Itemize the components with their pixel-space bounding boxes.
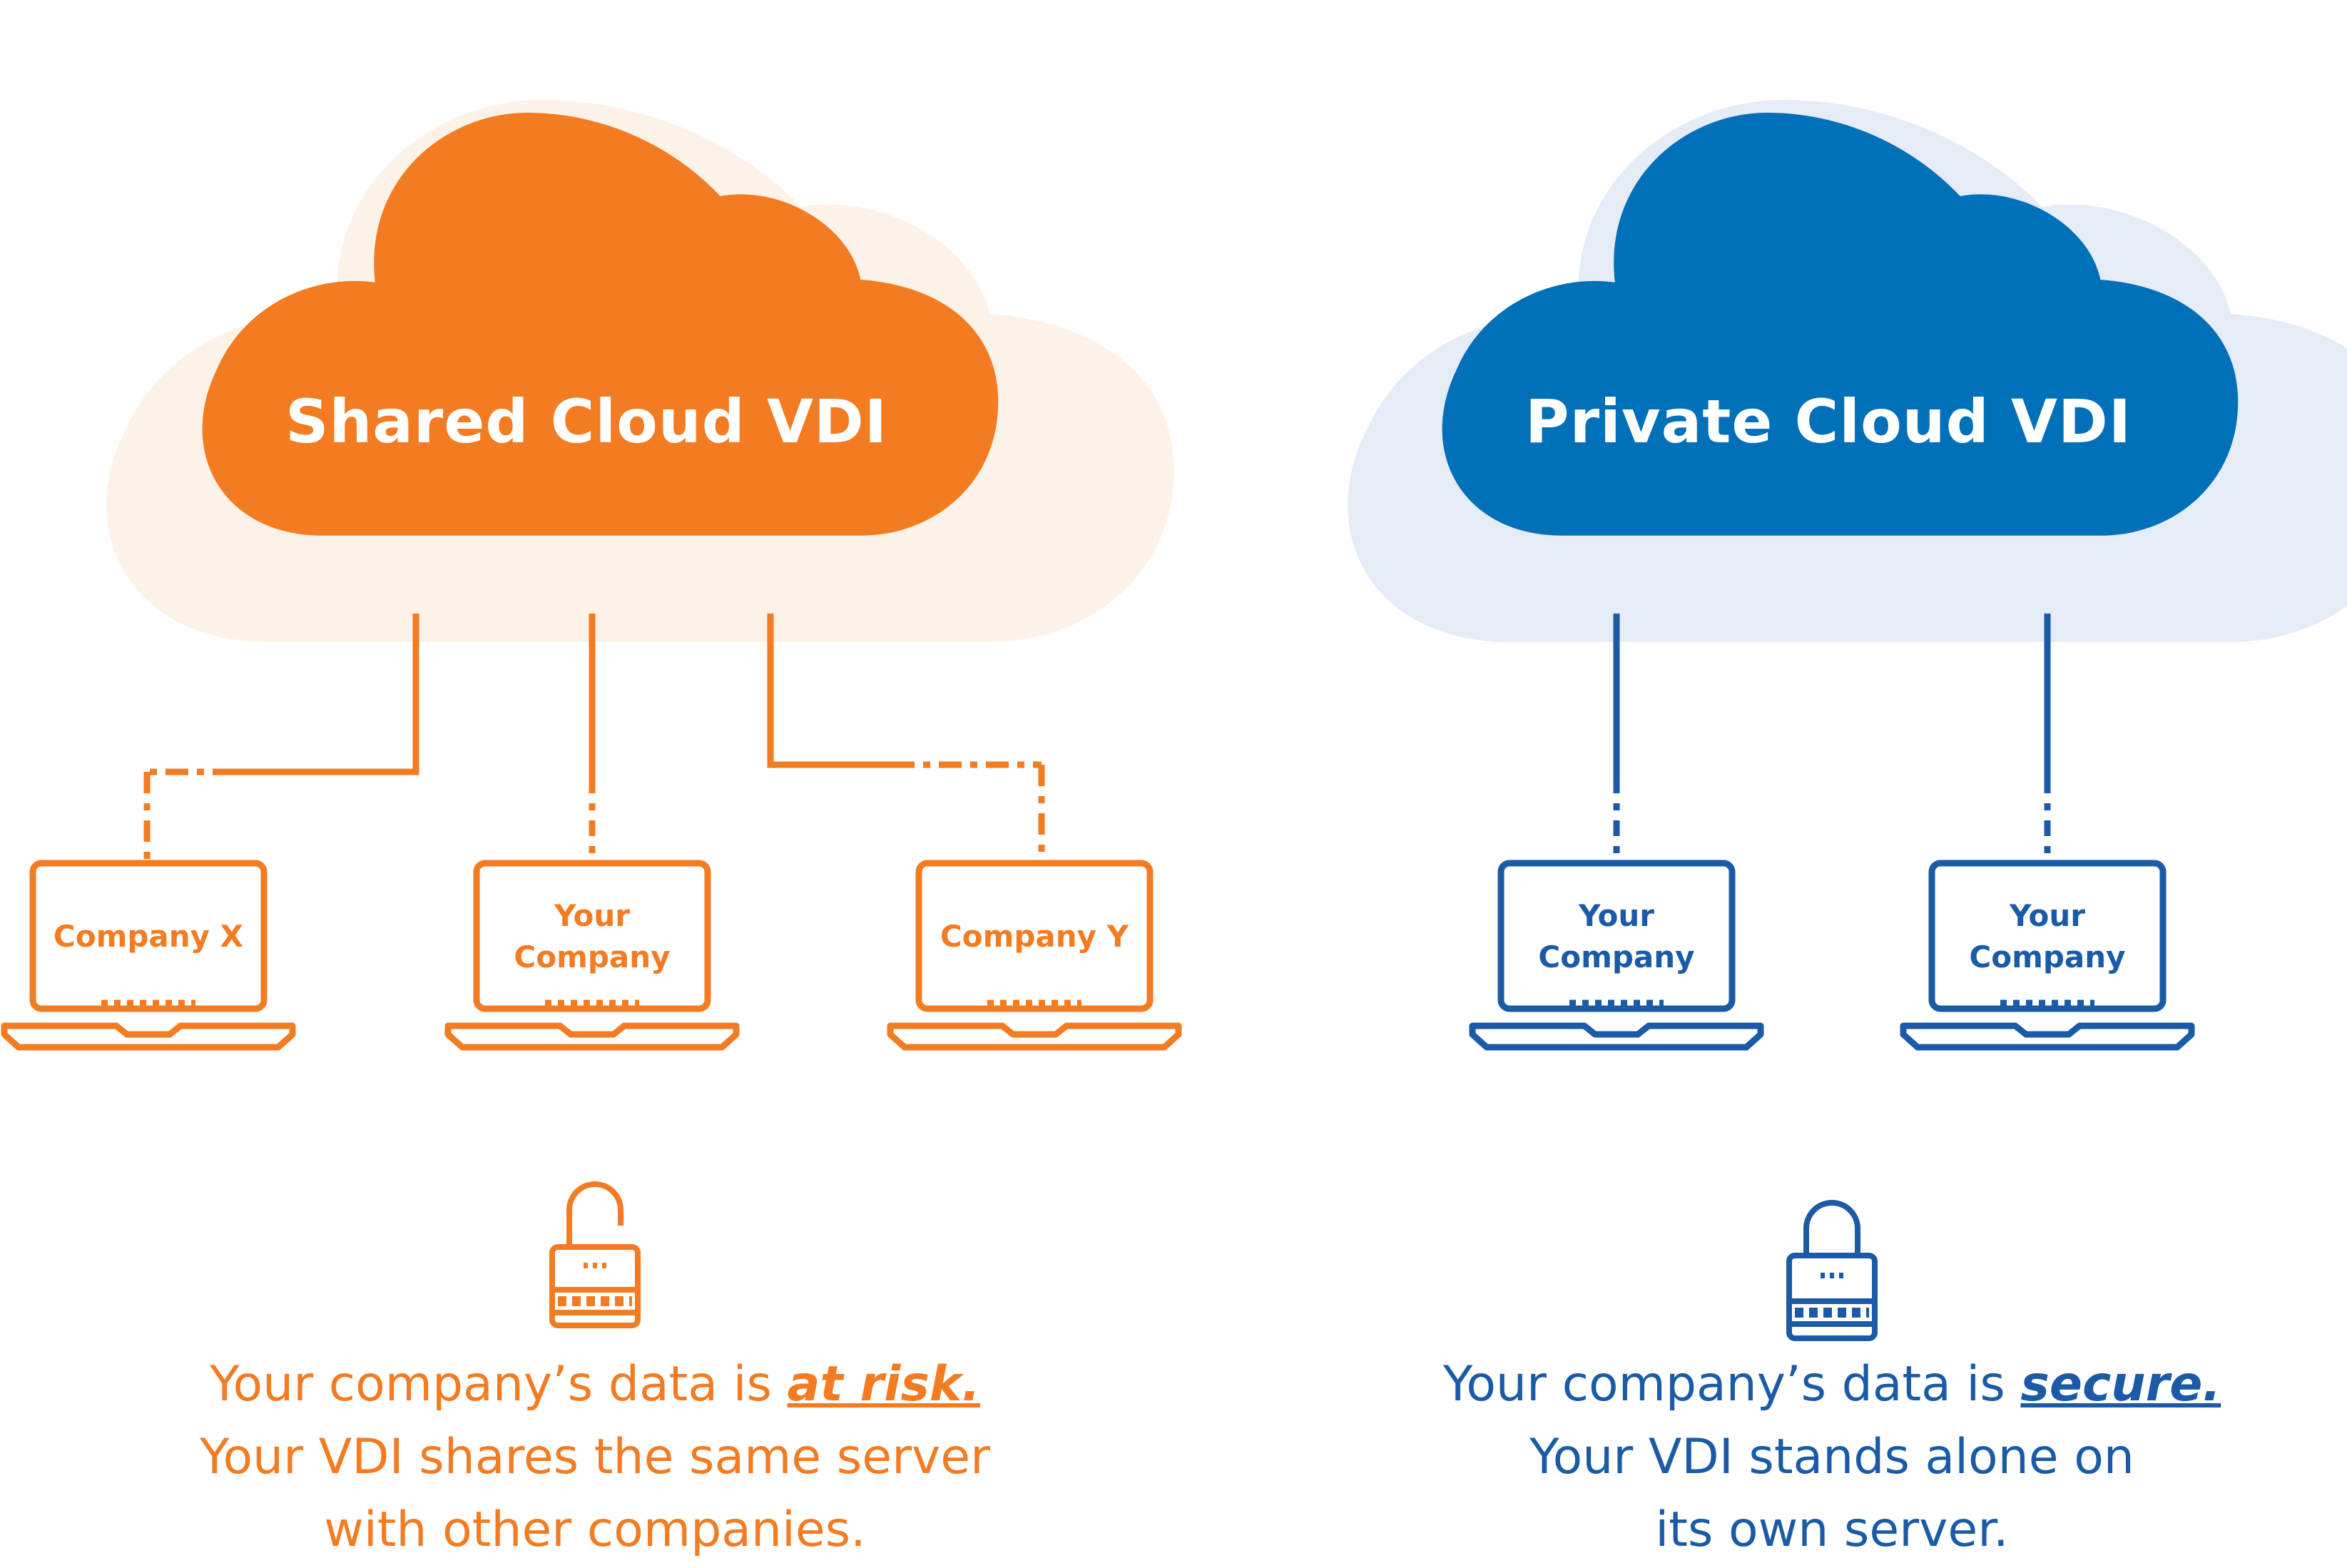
shared-caption-line1: Your company’s data is at risk. [167, 1348, 1023, 1421]
private-caption-prefix: Your company’s data is [1442, 1356, 2021, 1412]
laptop-label-line1: Company Y [940, 919, 1129, 954]
shared-caption-prefix: Your company’s data is [209, 1356, 788, 1412]
laptop-your-company-private-1: Your Company [1472, 863, 1761, 1047]
private-caption-line1: Your company’s data is secure. [1404, 1348, 2260, 1421]
connector-company-x [235, 614, 419, 775]
laptop-label-line2: Company [1538, 940, 1694, 974]
private-cloud-title: Private Cloud VDI [1525, 387, 2132, 457]
private-caption-line2: Your VDI stands alone on [1529, 1429, 2134, 1485]
laptop-company-y: Company Y [890, 863, 1178, 1047]
laptop-label-line1: Your [554, 898, 630, 933]
private-caption-emphasis: secure. [2020, 1356, 2221, 1412]
shared-cloud [202, 113, 999, 536]
shared-caption-line2: Your VDI shares the same server [199, 1429, 991, 1485]
laptop-company-x: Company X [4, 863, 292, 1047]
connector-company-y [767, 614, 892, 768]
laptop-your-company-private-2: Your Company [1903, 863, 2191, 1047]
private-cloud-group: Private Cloud VDI [1348, 100, 2347, 642]
shared-cloud-group: Shared Cloud VDI [106, 100, 1174, 642]
laptop-icon [4, 863, 292, 1047]
shared-caption-emphasis: at risk. [787, 1356, 980, 1412]
shared-cloud-title: Shared Cloud VDI [285, 387, 887, 457]
private-connectors [1613, 614, 2051, 863]
laptop-label-line1: Company X [54, 919, 243, 954]
laptop-icon [890, 863, 1178, 1047]
private-caption-line3: its own server. [1655, 1502, 2009, 1558]
shared-connectors [143, 614, 1045, 863]
laptop-label-line2: Company [1969, 940, 2125, 974]
laptop-label-line1: Your [2009, 898, 2085, 933]
laptop-your-company-shared: Your Company [448, 863, 736, 1047]
laptop-label-line1: Your [1578, 898, 1654, 933]
shared-caption-line3: with other companies. [324, 1502, 866, 1558]
private-cloud [1442, 113, 2239, 536]
open-lock-icon [549, 1181, 641, 1328]
shared-caption: Your company’s data is at risk. Your VDI… [167, 1348, 1023, 1567]
laptop-label-line2: Company [514, 940, 670, 974]
closed-lock-icon [1786, 1200, 1878, 1341]
private-caption: Your company’s data is secure. Your VDI … [1404, 1348, 2260, 1567]
